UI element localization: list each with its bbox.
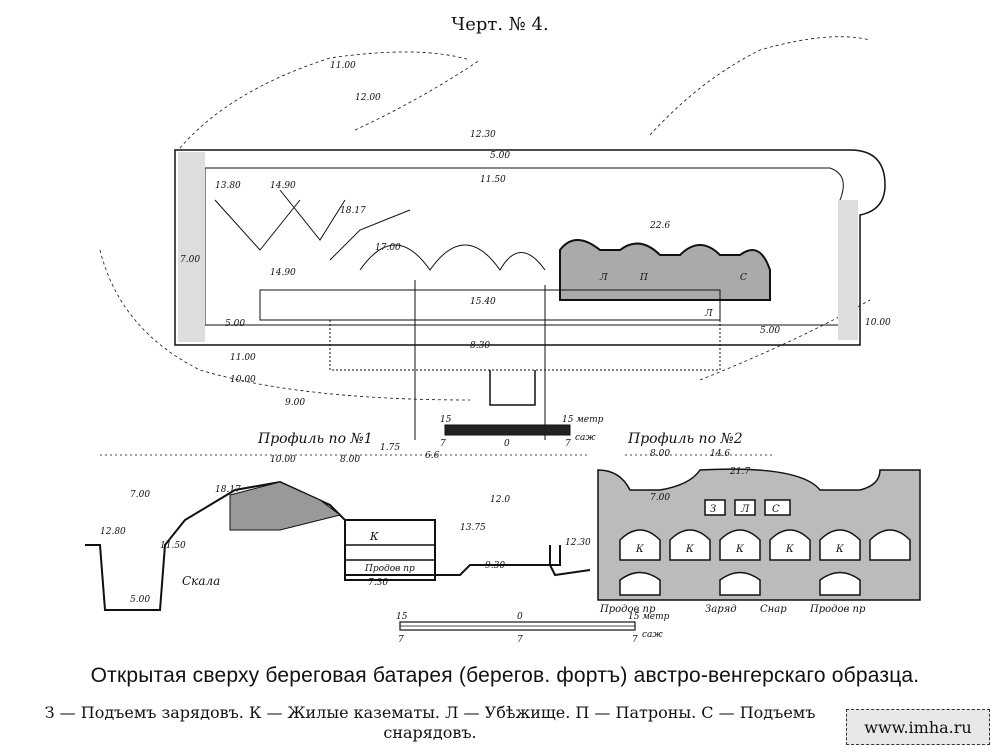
contour-label: 10.00 [230, 375, 256, 385]
contour-label: 5.00 [490, 151, 510, 161]
dim-label: 1.75 [380, 443, 400, 453]
room-label: К [685, 544, 694, 555]
room-label: Продов пр [364, 564, 415, 574]
profile-2-section [597, 468, 921, 601]
dim-label: 11.50 [160, 541, 186, 551]
room-label: К [369, 530, 379, 543]
drawing-title: Черт. № 4. [451, 14, 549, 35]
contour-label: 11.00 [230, 353, 256, 363]
dim-label: 15.40 [470, 297, 496, 307]
dim-label: 14.6 [710, 449, 730, 459]
glacis-hatching [178, 152, 205, 342]
contour-label: 5.00 [225, 319, 245, 329]
room-label: К [835, 544, 844, 555]
caption: Открытая сверху береговая батарея (берег… [90, 664, 920, 687]
gun-emplacements [359, 244, 546, 440]
legend: З — Подъемъ зарядовъ. К — Жилые казематы… [44, 703, 816, 742]
scale-label: 7 [632, 635, 638, 645]
rampart-inner [204, 167, 844, 326]
terreplein [259, 289, 721, 321]
dim-label: 13.75 [460, 523, 486, 533]
room-label: К [735, 544, 744, 555]
dim-label: 8.00 [340, 455, 360, 465]
scale-label: 15 метр [562, 415, 604, 425]
watermark: www.imha.ru [846, 709, 990, 745]
dim-label: 18.17 [215, 485, 241, 495]
dim-label: 9.30 [485, 561, 505, 571]
dim-label: 17.00 [375, 243, 401, 253]
dim-label: 7.00 [650, 493, 670, 503]
scale-label: саж [642, 630, 663, 640]
profile-1-title: Профиль по №1 [257, 431, 373, 447]
dim-label: 7.00 [130, 490, 150, 500]
dim-label: 12.80 [100, 527, 126, 537]
scale-label: 15 [396, 612, 408, 622]
casemates-block [559, 239, 771, 301]
courtyard [329, 320, 721, 371]
dim-label: 13.80 [215, 181, 241, 191]
scale-bar-bottom: 15 0 15 метр 7 7 7 саж [396, 612, 670, 645]
scale-label: 0 [517, 612, 523, 622]
room-label: Л [740, 504, 750, 515]
terrain-outline [99, 36, 871, 401]
dim-label: 12.30 [565, 538, 591, 548]
contour-label: 10.00 [865, 318, 891, 328]
profile-2-vaults [619, 499, 911, 596]
profile-1-rampart [229, 481, 342, 531]
profile-2: Профиль по №2 8.00 14.6 21.7 7.00 З Л С … [597, 431, 921, 615]
profile-2-title: Профиль по №2 [627, 431, 743, 447]
dim-label: 14.90 [270, 181, 296, 191]
scale-bar-top: 15 0 15 метр 7 7 саж [440, 415, 604, 449]
dim-label: 14.90 [270, 268, 296, 278]
room-label: С [772, 504, 780, 515]
bottom-label: Снар [760, 604, 787, 615]
scale-label: 15 метр [628, 612, 670, 622]
dim-label: 12.0 [490, 495, 510, 505]
scale-label: 7 [440, 439, 446, 449]
dim-label: 8.00 [650, 449, 670, 459]
bottom-label: Заряд [705, 604, 737, 615]
dim-label: 8.30 [470, 341, 490, 351]
room-label: К [785, 544, 794, 555]
contour-label: 12.00 [355, 93, 381, 103]
plan-view: 11.00 12.00 12.30 5.00 11.50 11.00 10.00… [99, 36, 891, 440]
room-label: З [710, 504, 716, 515]
dim-label: 5.00 [760, 326, 780, 336]
room-label: П [639, 273, 648, 283]
bottom-label: Продов пр [809, 604, 866, 615]
scale-label: 7 [565, 439, 571, 449]
scale-label: 0 [504, 439, 510, 449]
room-label: К [635, 544, 644, 555]
rock-label: Скала [182, 574, 220, 588]
contour-label: 11.00 [330, 61, 356, 71]
dim-label: 7.30 [368, 578, 388, 588]
contour-label: 9.00 [285, 398, 305, 408]
bottom-label: Продов пр [599, 604, 656, 615]
scale-label: 7 [398, 635, 404, 645]
dim-label: 21.7 [729, 467, 750, 477]
traverses [214, 189, 411, 261]
glacis-hatching-right [838, 200, 858, 340]
dim-label: 10.00 [270, 455, 296, 465]
scale-label: 7 [517, 635, 523, 645]
profile-1-casemate [344, 519, 436, 581]
scale-label: 15 [440, 415, 452, 425]
room-label: С [740, 273, 747, 283]
dim-label: 5.00 [130, 595, 150, 605]
outer-rampart [174, 149, 886, 346]
dim-label: 18.17 [340, 206, 366, 216]
contour-label: 7.00 [180, 255, 200, 265]
room-label: Л [599, 273, 608, 283]
profile-1: Профиль по №1 10.00 8.00 1.75 6.6 7.00 1… [85, 431, 591, 611]
dim-label: 22.6 [649, 221, 670, 231]
scale-label: саж [575, 433, 596, 443]
entrance [489, 370, 536, 406]
room-label: Л [704, 309, 713, 319]
dim-label: 6.6 [425, 451, 440, 461]
contour-label: 12.30 [470, 130, 496, 140]
contour-label: 11.50 [480, 175, 506, 185]
